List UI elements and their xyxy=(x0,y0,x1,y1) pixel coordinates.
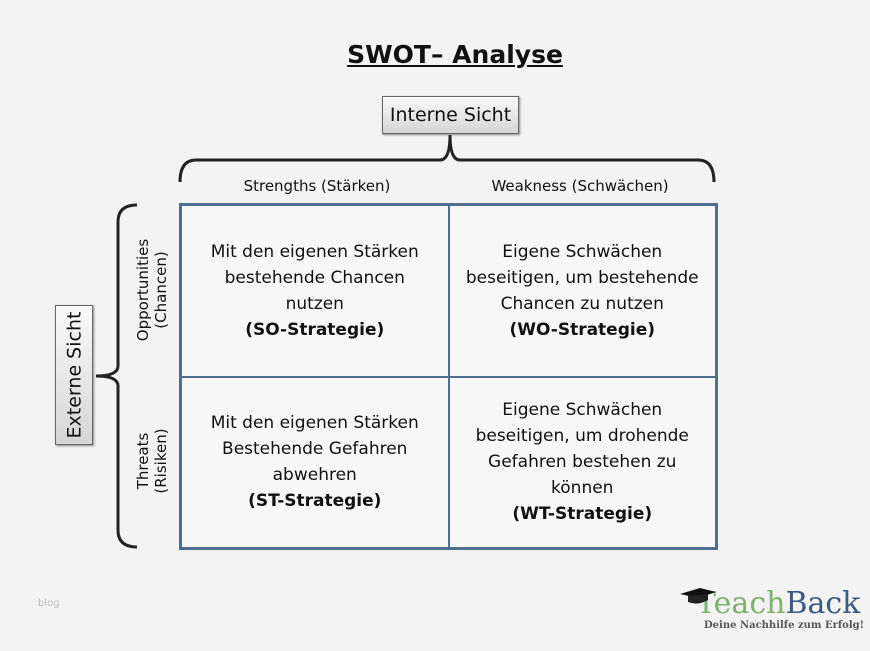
interne-sicht-box: Interne Sicht xyxy=(382,96,519,134)
cell-strategy: (ST-Strategie) xyxy=(248,491,382,512)
row-label: Threats xyxy=(134,432,152,490)
watermark: blog xyxy=(38,598,60,609)
cell-text: Mit den eigenen Stärken xyxy=(210,413,419,434)
page-title: SWOT– Analyse xyxy=(347,40,563,69)
cell-text: nutzen xyxy=(285,293,344,314)
cell-text: Bestehende Gefahren xyxy=(222,439,408,460)
externe-sicht-box: Externe Sicht xyxy=(55,305,93,445)
cell-text: beseitigen, um drohende xyxy=(475,426,689,447)
cell-text: können xyxy=(551,478,614,499)
swot-grid: Mit den eigenen Stärken bestehende Chance… xyxy=(179,203,718,550)
cell-text: Chancen zu nutzen xyxy=(500,293,664,314)
interne-sicht-label: Interne Sicht xyxy=(389,104,512,126)
cell-text: bestehende Chancen xyxy=(224,267,405,288)
top-bracket xyxy=(178,134,716,183)
cell-text: Eigene Schwächen xyxy=(502,400,663,421)
cell-text: Gefahren bestehen zu xyxy=(488,452,677,473)
row-label: Opportunities xyxy=(134,238,152,342)
left-bracket xyxy=(95,203,138,549)
teachback-logo: TeachBack Deine Nachhilfe zum Erfolg! xyxy=(678,588,864,631)
cell-so: Mit den eigenen Stärken bestehende Chance… xyxy=(181,205,449,377)
cell-strategy: (WT-Strategie) xyxy=(512,504,653,525)
row-sublabel: (Risiken) xyxy=(152,428,170,494)
cell-strategy: (SO-Strategie) xyxy=(245,319,385,340)
column-strengths: Strengths (Stärken) xyxy=(243,177,391,195)
logo-text: TeachBack xyxy=(696,588,864,620)
cell-strategy: (WO-Strategie) xyxy=(509,319,656,340)
graduation-cap-icon xyxy=(680,588,716,604)
cell-text: beseitigen, um bestehende xyxy=(465,267,699,288)
row-sublabel: (Chancen) xyxy=(152,251,170,329)
row-threats: Threats(Risiken) xyxy=(134,375,170,547)
cell-text: abwehren xyxy=(272,465,357,486)
column-weakness: Weakness (Schwächen) xyxy=(491,177,669,195)
cell-wo: Eigene Schwächen beseitigen, um bestehend… xyxy=(448,205,716,377)
row-opportunities: Opportunities(Chancen) xyxy=(134,204,170,376)
logo-part2: Back xyxy=(785,586,861,621)
cell-text: Eigene Schwächen xyxy=(502,241,663,262)
logo-tagline: Deine Nachhilfe zum Erfolg! xyxy=(704,620,864,631)
cell-text: Mit den eigenen Stärken xyxy=(210,241,419,262)
